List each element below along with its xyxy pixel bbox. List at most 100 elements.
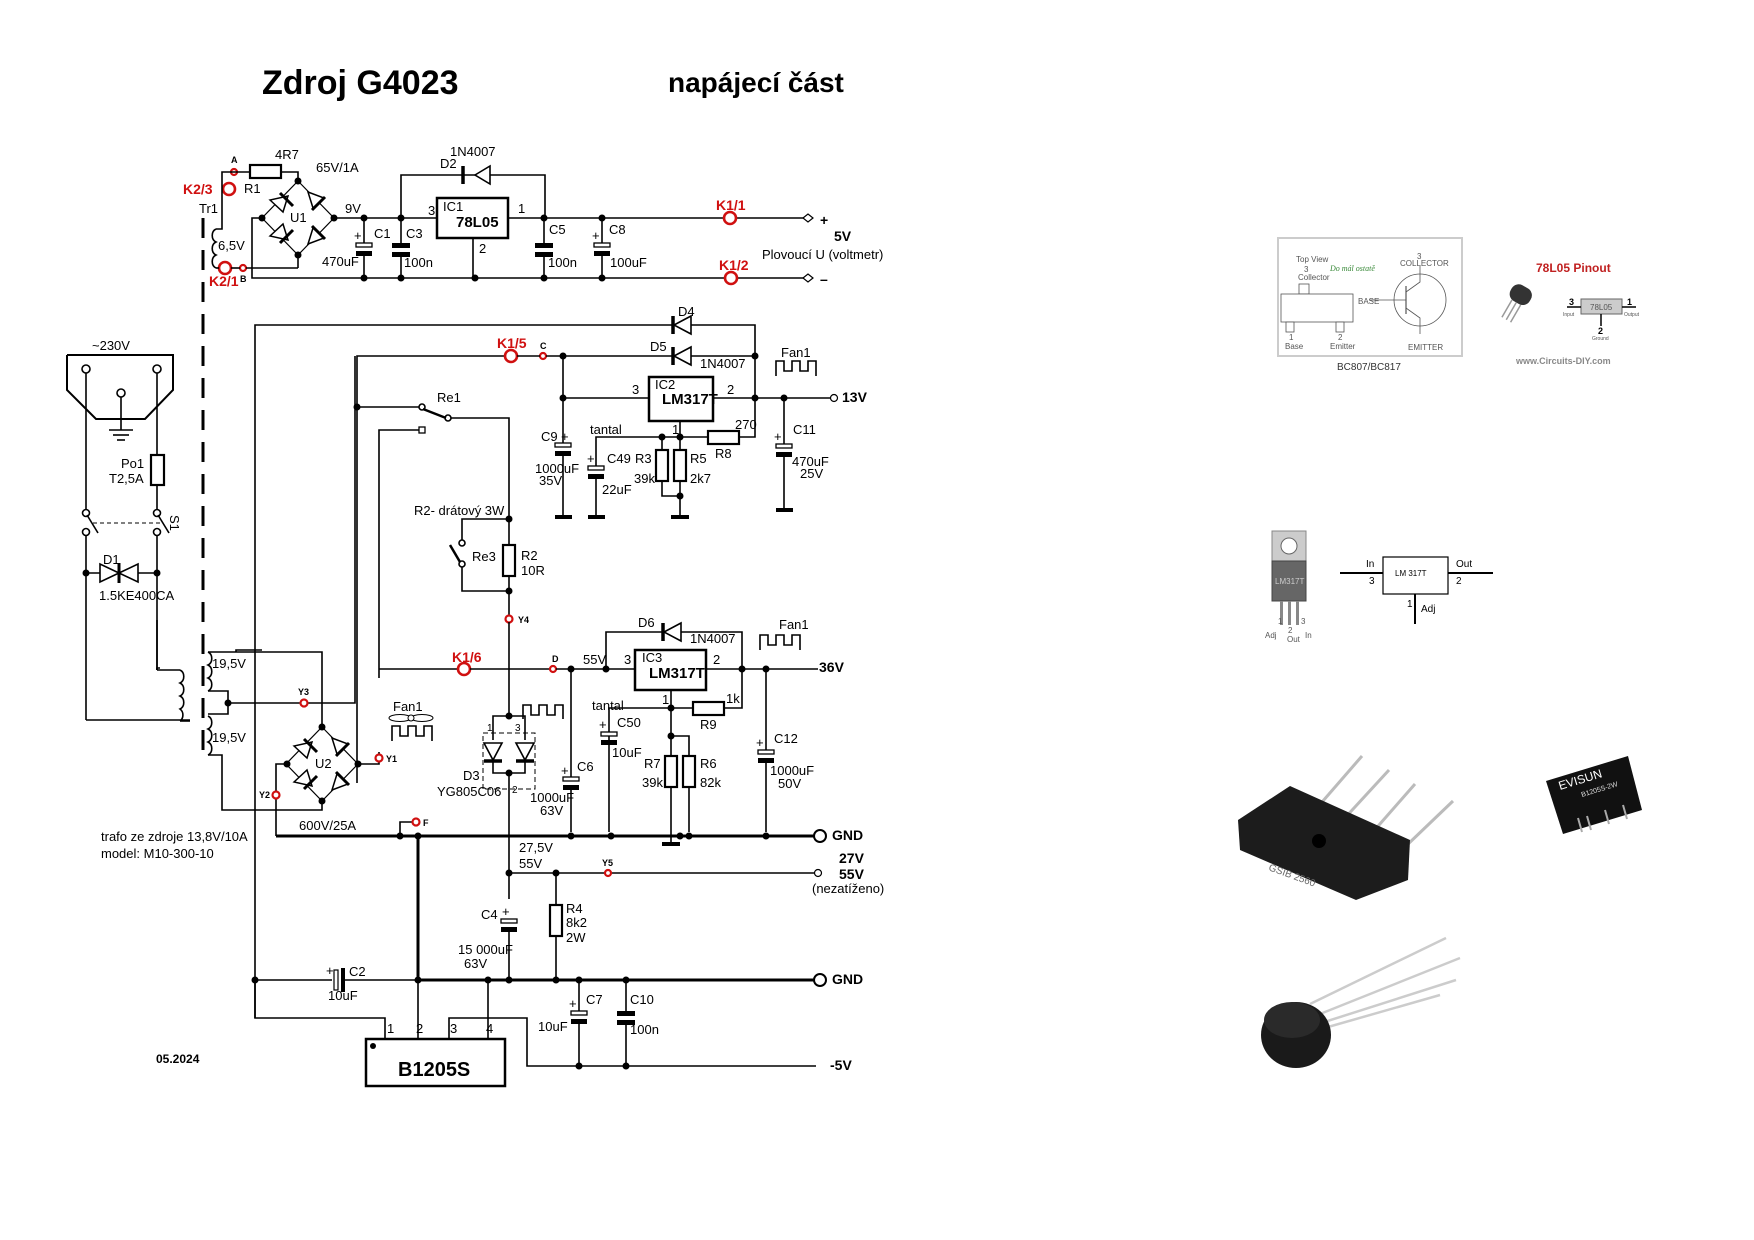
d2-ref: D2 [440, 156, 457, 171]
point-y4-pad[interactable] [504, 614, 514, 624]
tvs-value: 1.5KE400CA [99, 588, 174, 603]
mid-voltage-27v5: 27,5V [519, 840, 553, 855]
resistor-r2 [501, 543, 517, 578]
ic2-pin-adj: 1 [672, 422, 679, 437]
r6-value: 82k [700, 775, 721, 790]
dcdc-pin4: 4 [486, 1021, 493, 1036]
c8-value: 100uF [610, 255, 647, 270]
out-5v-note: Plovoucí U (voltmetr) [762, 247, 883, 262]
c11-voltage: 25V [800, 466, 823, 481]
capacitor-c50 [600, 731, 618, 737]
d3-value: YG805C06 [437, 784, 501, 799]
svg-text:+: + [592, 228, 600, 243]
d2-value: 1N4007 [450, 144, 496, 159]
d3-pin1: 1 [487, 723, 493, 734]
ic3-ref: IC3 [642, 650, 662, 665]
page-title: Zdroj G4023 [262, 64, 459, 102]
c2-value: 10uF [328, 988, 358, 1003]
fan-label-13v: Fan1 [781, 345, 811, 360]
point-y1: Y1 [386, 754, 397, 764]
mid-voltage-55v: 55V [519, 856, 542, 871]
svg-text:+: + [569, 996, 577, 1011]
dcdc-pin3: 3 [450, 1021, 457, 1036]
svg-text:Top View: Top View [1296, 255, 1329, 264]
svg-text:Adj: Adj [1421, 604, 1435, 615]
c3-value: 100n [404, 255, 433, 270]
r7-ref: R7 [644, 756, 661, 771]
ic2-part: LM317T [662, 391, 718, 408]
ic3-part: LM317T [649, 665, 705, 682]
relay-re1-switch-icon[interactable] [418, 403, 452, 434]
svg-text:3: 3 [1569, 297, 1574, 307]
heatsink-icon [391, 725, 433, 741]
d3-ref: D3 [463, 768, 480, 783]
r5-ref: R5 [690, 451, 707, 466]
section-main: 19,5V 19,5V Y3 U2 600V/25A Y1 Y2 Fan1 [206, 356, 884, 1088]
capacitor-c2 [333, 969, 339, 991]
c12-value: 1000uF [770, 763, 814, 778]
winding-6v5-label: 6,5V [218, 238, 245, 253]
connector-k2-3: K2/3 [183, 181, 213, 197]
d6-value: 1N4007 [690, 631, 736, 646]
r3-ref: R3 [635, 451, 652, 466]
svg-text:+: + [354, 228, 362, 243]
connector-k2-1: K2/1 [209, 273, 239, 289]
c49-value: 22uF [602, 482, 632, 497]
point-y2-pad[interactable] [271, 790, 281, 800]
diode-d6-icon [661, 621, 682, 643]
ic3-pin-out: 2 [713, 652, 720, 667]
svg-text:LM317T: LM317T [1275, 577, 1304, 586]
terminal-27v-55v[interactable] [813, 868, 823, 878]
ic1-ref: IC1 [443, 199, 463, 214]
point-y3-pad[interactable] [299, 698, 309, 708]
terminal-gnd2[interactable] [813, 973, 827, 987]
tantal-label-13v: tantal [590, 422, 622, 437]
r1-ref: R1 [244, 181, 261, 196]
connector-k1-5-pad[interactable] [503, 348, 519, 364]
section-5v: K2/3 6,5V K2/1 A B 4R7 R1 65V/1A [183, 144, 883, 289]
point-d-pad[interactable] [548, 664, 558, 674]
switch-s1-icon[interactable] [81, 508, 170, 537]
socket-pin-l [81, 364, 91, 374]
date-label: 05.2024 [156, 1052, 200, 1066]
svg-text:1: 1 [1627, 297, 1632, 307]
d5-ref: D5 [650, 339, 667, 354]
connector-k1-1-pad[interactable] [722, 210, 738, 226]
ic1-pin-in: 3 [428, 203, 435, 218]
out-plus-sign: + [820, 212, 828, 228]
terminal-gnd[interactable] [813, 829, 827, 843]
c9-value: 1000uF [535, 461, 579, 476]
point-c-pad[interactable] [538, 351, 548, 361]
bridge-rectifier-u2-icon [283, 723, 362, 805]
c49-ref: C49 [607, 451, 631, 466]
point-y1-pad[interactable] [374, 753, 384, 763]
c1-value: 470uF [322, 254, 359, 269]
svg-text:78L05 Pinout: 78L05 Pinout [1536, 261, 1611, 275]
svg-text:COLLECTOR: COLLECTOR [1400, 259, 1449, 268]
d5-value: 1N4007 [700, 356, 746, 371]
terminal-13v[interactable] [829, 393, 839, 403]
dcdc-pin2: 2 [416, 1021, 423, 1036]
terminal-5v-neg[interactable] [802, 273, 814, 283]
connector-k1-6-pad[interactable] [456, 661, 472, 677]
capacitor-c1 [355, 218, 373, 278]
rail-55v-label: 55V [583, 652, 606, 667]
c1-ref: C1 [374, 226, 391, 241]
svg-text:2: 2 [1598, 326, 1603, 336]
connector-k2-3-pad[interactable] [221, 181, 237, 197]
connector-k1-2-pad[interactable] [723, 270, 739, 286]
r4-ref: R4 [566, 901, 583, 916]
c50-value: 10uF [612, 745, 642, 760]
transformer-ref: Tr1 [199, 201, 218, 216]
relay-re3-switch-icon[interactable] [448, 539, 466, 568]
point-y5-pad[interactable] [603, 868, 613, 878]
r2-value: 10R [521, 563, 545, 578]
point-f-pad[interactable] [411, 817, 421, 827]
lm317-pinout-image: LM317T 1 2 3 Adj Out In LM 317T In 3 Out… [1265, 530, 1493, 644]
point-b-pad[interactable] [238, 263, 248, 273]
point-c: C [540, 341, 547, 351]
point-y5: Y5 [602, 858, 613, 868]
terminal-5v-pos[interactable] [802, 213, 814, 223]
u2-ref: U2 [315, 756, 332, 771]
connector-k2-1-pad[interactable] [217, 260, 233, 276]
